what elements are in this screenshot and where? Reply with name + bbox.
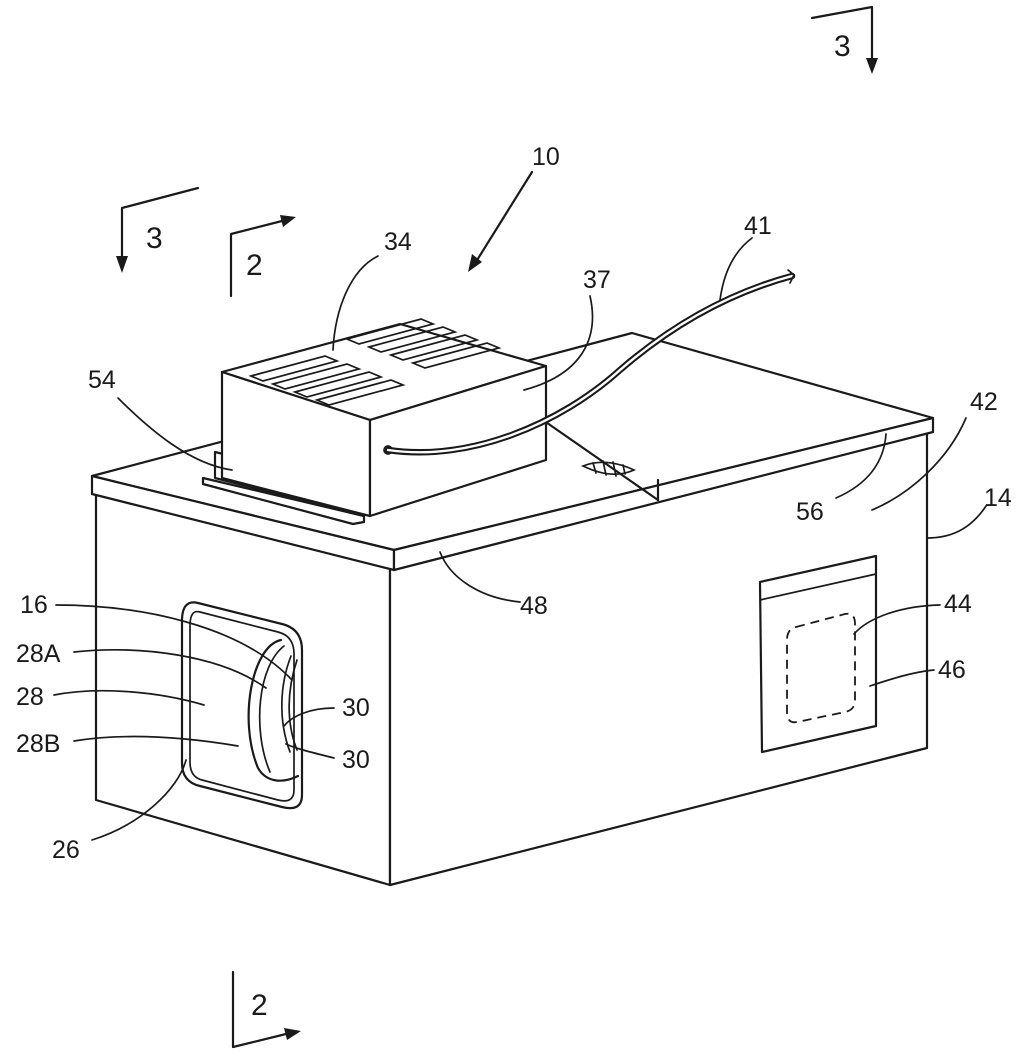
port-frame-inner <box>189 610 295 802</box>
label-46: 46 <box>938 656 966 684</box>
label-28b: 28B <box>16 730 60 758</box>
section-3-left-label: 3 <box>146 222 163 255</box>
section-indicator-2-top: 2 <box>229 215 296 298</box>
leader-28b <box>73 735 239 747</box>
nameplate <box>758 554 878 754</box>
lid-side-edge <box>392 416 935 572</box>
leader-28a <box>73 649 267 689</box>
label-48: 48 <box>520 592 548 620</box>
lid-split-line <box>538 416 660 502</box>
leader-41 <box>719 237 753 301</box>
leader-34 <box>332 255 379 351</box>
leader-28 <box>53 689 205 706</box>
leader-30-lower <box>285 743 335 759</box>
label-41: 41 <box>744 212 772 240</box>
label-37: 37 <box>583 266 611 294</box>
leader-48 <box>439 551 521 603</box>
leader-30-upper <box>283 707 335 727</box>
unit-box <box>220 318 548 518</box>
section-2-bottom-label: 2 <box>251 989 268 1022</box>
label-16: 16 <box>20 591 48 619</box>
label-44: 44 <box>944 590 972 618</box>
leader-54 <box>117 397 233 471</box>
unit-box-side <box>368 364 548 518</box>
nameplate-frame <box>758 554 878 754</box>
leader-lines <box>53 170 987 841</box>
leader-14 <box>926 505 987 539</box>
label-34: 34 <box>384 228 412 256</box>
fan-flap-upper <box>258 645 285 773</box>
leader-46 <box>869 669 935 687</box>
leader-26 <box>91 759 187 841</box>
label-10: 10 <box>532 143 560 171</box>
section-3-top-label: 3 <box>834 30 851 63</box>
leader-42 <box>871 417 967 511</box>
section-indicator-3-left: 3 <box>116 186 200 273</box>
label-42: 42 <box>970 388 998 416</box>
leader-44 <box>853 604 941 635</box>
leader-56 <box>835 433 887 499</box>
vent-grille <box>248 318 502 406</box>
fan-flap-edge-2 <box>288 659 298 751</box>
label-30-lower: 30 <box>342 746 370 774</box>
port-opening <box>180 601 304 810</box>
fan-flap-edge-1 <box>280 655 292 753</box>
section-indicator-3-top: 3 <box>810 5 878 74</box>
leader-16 <box>55 604 293 681</box>
section-2-top-label: 2 <box>246 249 263 282</box>
leader-10 <box>472 170 534 267</box>
label-54: 54 <box>88 366 116 394</box>
nameplate-inner-panel <box>786 612 856 724</box>
label-28: 28 <box>16 683 44 711</box>
label-30-upper: 30 <box>342 694 370 722</box>
leader-37 <box>523 295 594 391</box>
label-14: 14 <box>984 484 1012 512</box>
label-26: 26 <box>52 836 80 864</box>
port-frame-outer <box>180 601 304 810</box>
lid-hinge <box>580 460 637 477</box>
section-indicator-2-bottom: 2 <box>231 970 301 1049</box>
label-28a: 28A <box>16 640 61 668</box>
label-56: 56 <box>796 498 824 526</box>
reference-numerals: 10 34 41 37 54 42 56 14 48 16 28A 28 28B… <box>16 143 1012 864</box>
